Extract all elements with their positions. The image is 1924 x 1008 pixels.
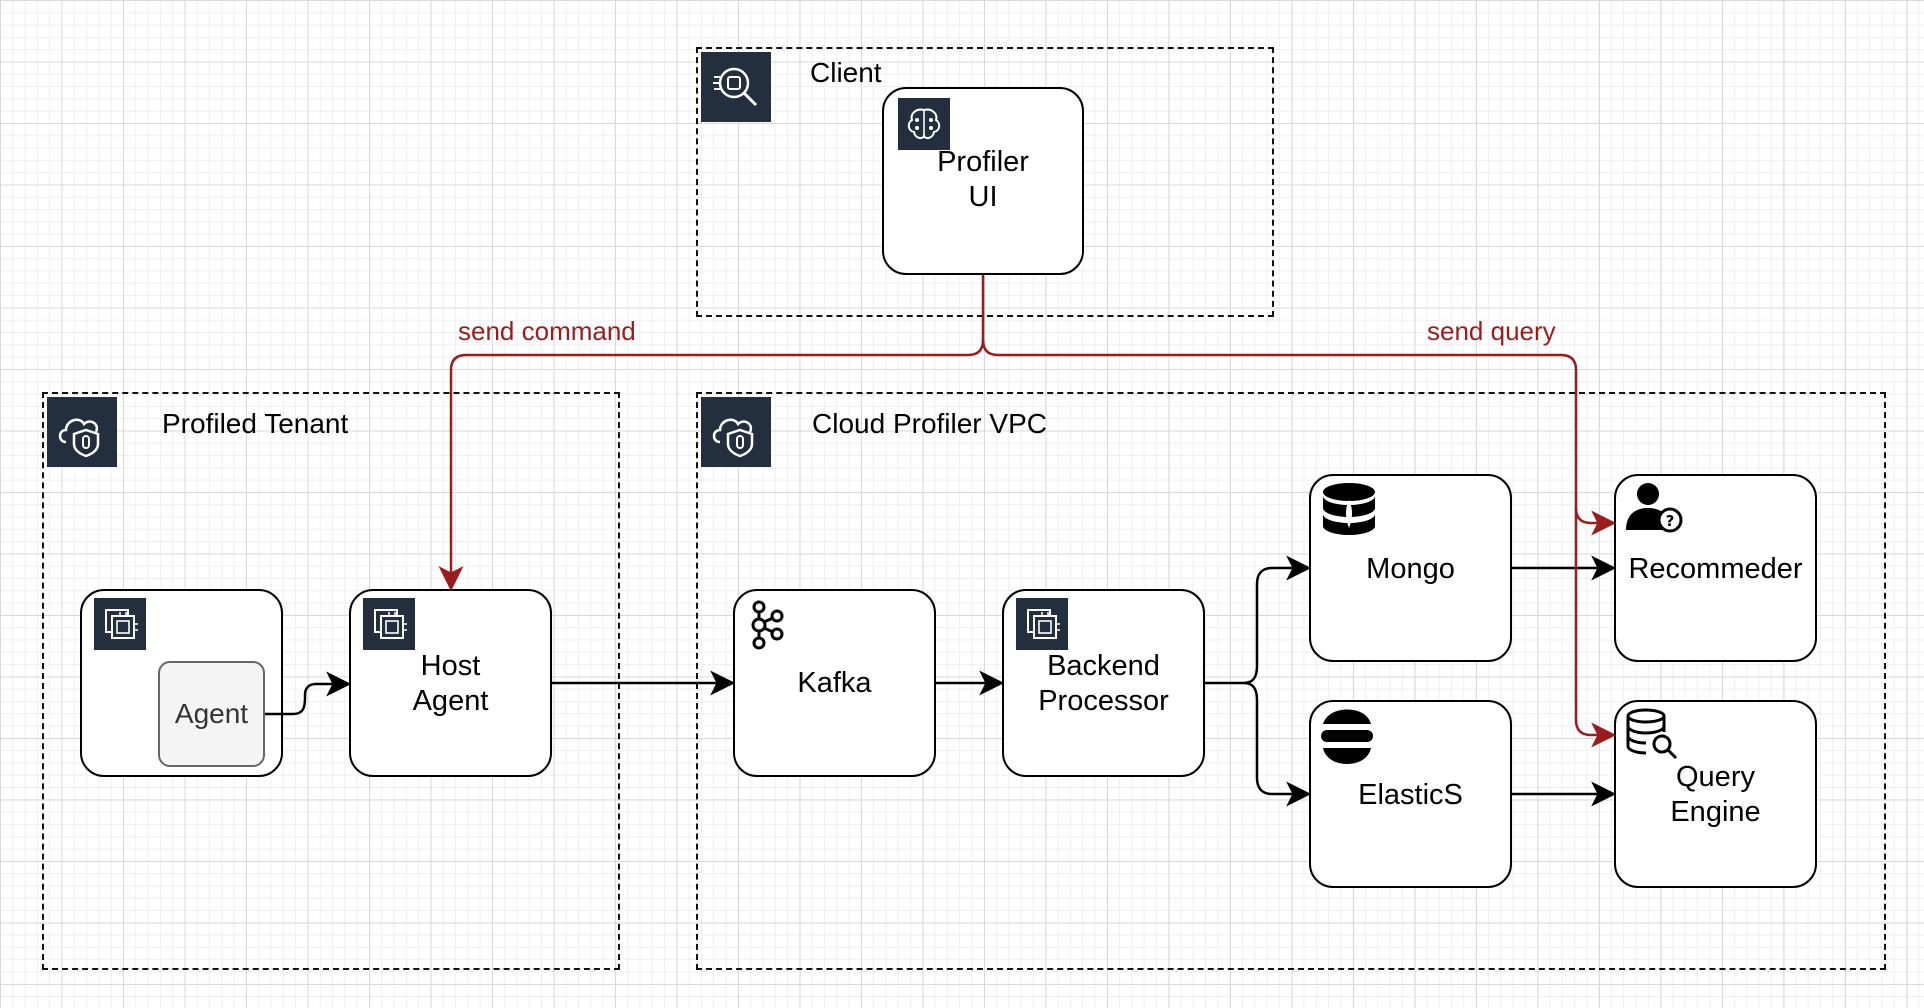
kafka-node[interactable]: Kafka bbox=[733, 589, 936, 777]
host-agent-label: Host Agent bbox=[412, 650, 489, 717]
chip-icon bbox=[363, 598, 415, 650]
compute-node[interactable]: Agent bbox=[80, 589, 283, 777]
chip-icon bbox=[94, 598, 146, 650]
database-search-icon bbox=[1624, 706, 1680, 762]
profiler-ui-node[interactable]: Profiler UI bbox=[882, 87, 1084, 275]
tenant-group: Profiled Tenant bbox=[42, 392, 620, 970]
search-analytics-icon bbox=[701, 52, 771, 122]
client-group-label: Client bbox=[810, 57, 882, 88]
agent-node[interactable]: Agent bbox=[158, 661, 265, 767]
kafka-icon bbox=[745, 599, 785, 651]
elasticsearch-node[interactable]: ElasticS bbox=[1309, 700, 1512, 888]
chip-icon bbox=[1016, 598, 1068, 650]
mongo-node[interactable]: Mongo bbox=[1309, 474, 1512, 662]
elasticsearch-label: ElasticS bbox=[1358, 779, 1463, 811]
tenant-group-label: Profiled Tenant bbox=[162, 408, 349, 439]
brain-icon bbox=[898, 98, 950, 150]
backend-processor-node[interactable]: Backend Processor bbox=[1002, 589, 1205, 777]
database-icon bbox=[1321, 482, 1377, 544]
client-group: Client bbox=[696, 47, 1274, 317]
send-command-label: send command bbox=[458, 316, 636, 346]
kafka-label: Kafka bbox=[797, 667, 872, 699]
profiler-ui-label: Profiler UI bbox=[937, 146, 1029, 213]
mongo-label: Mongo bbox=[1366, 553, 1455, 585]
cloud-shield-icon bbox=[701, 397, 771, 467]
elastic-icon bbox=[1319, 708, 1375, 766]
backend-processor-label: Backend Processor bbox=[1038, 650, 1169, 717]
send-query-label: send query bbox=[1427, 316, 1556, 346]
cloud-shield-icon bbox=[47, 397, 117, 467]
recommender-label: Recommeder bbox=[1628, 553, 1803, 585]
host-agent-node[interactable]: Host Agent bbox=[349, 589, 552, 777]
query-engine-label: Query Engine bbox=[1670, 761, 1761, 828]
vpc-group-label: Cloud Profiler VPC bbox=[812, 408, 1047, 439]
svg-text:?: ? bbox=[1666, 512, 1675, 530]
recommender-node[interactable]: ? Recommeder bbox=[1614, 474, 1817, 662]
query-engine-node[interactable]: Query Engine bbox=[1614, 700, 1817, 888]
user-question-icon: ? bbox=[1624, 480, 1686, 542]
